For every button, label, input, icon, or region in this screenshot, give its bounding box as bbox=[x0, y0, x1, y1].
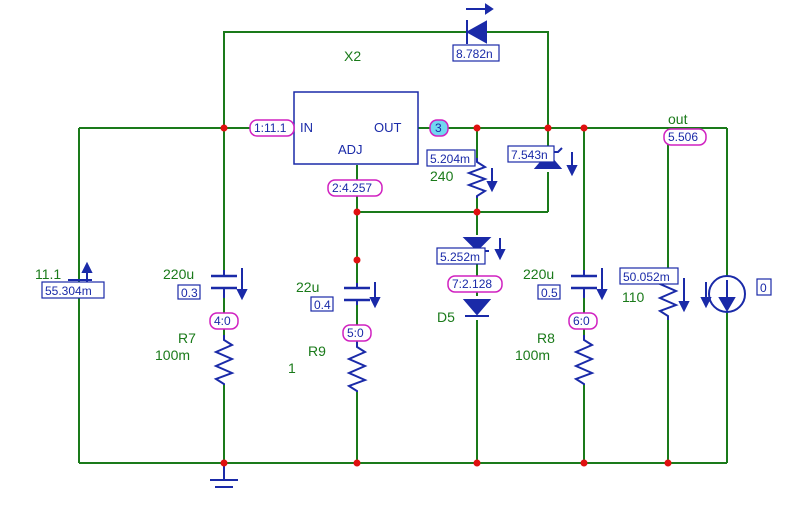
regulator-chip[interactable]: IN OUT ADJ bbox=[293, 91, 419, 165]
node-n1: 1:11.1 bbox=[249, 119, 295, 137]
c5-id-box bbox=[537, 284, 561, 300]
isrc-current-arrow bbox=[700, 282, 712, 309]
chip-ref: X2 bbox=[344, 48, 361, 64]
capacitor-c3[interactable] bbox=[211, 270, 237, 298]
svg-text:4:0: 4:0 bbox=[214, 314, 231, 328]
c5-value: 220u bbox=[523, 266, 554, 282]
diode-d5[interactable] bbox=[462, 299, 492, 317]
ground-symbol bbox=[210, 463, 238, 488]
c3-value: 220u bbox=[163, 266, 194, 282]
r8-value: 100m bbox=[515, 347, 550, 363]
node-n3: 3 bbox=[429, 119, 449, 137]
isrc-value: 0 bbox=[760, 281, 767, 295]
r7-ref: R7 bbox=[178, 330, 196, 346]
r7-value: 100m bbox=[155, 347, 190, 363]
resistor-240[interactable] bbox=[466, 158, 488, 198]
node-n5: 5:0 bbox=[342, 324, 372, 342]
d5-current: 5.252m bbox=[440, 250, 480, 264]
c4-id: 0.4 bbox=[314, 298, 331, 312]
resistor-r7[interactable] bbox=[213, 335, 235, 385]
d5-probe-box bbox=[436, 247, 486, 265]
node-n4: 4:0 bbox=[209, 312, 239, 330]
source-voltage: 11.1 bbox=[35, 266, 61, 282]
pot-value: 110 bbox=[622, 289, 645, 305]
r240-probe-box bbox=[426, 149, 476, 167]
pot-wiper-arrow bbox=[678, 278, 690, 313]
capacitor-c4[interactable] bbox=[344, 283, 370, 305]
resistor-r9[interactable] bbox=[346, 342, 368, 392]
svg-text:5.506: 5.506 bbox=[668, 130, 698, 144]
wire-top-loop-right bbox=[500, 31, 549, 128]
c3-id: 0.3 bbox=[181, 286, 198, 300]
pot-current: 50.052m bbox=[623, 270, 670, 284]
d5-ref: D5 bbox=[437, 309, 455, 325]
svg-text:3: 3 bbox=[435, 121, 442, 135]
c3-current-arrow bbox=[236, 268, 248, 301]
current-source[interactable] bbox=[708, 275, 746, 313]
svg-text:6:0: 6:0 bbox=[573, 314, 590, 328]
zener-current: 7.543n bbox=[511, 148, 548, 162]
r9-ref: R9 bbox=[308, 343, 326, 359]
r8-ref: R8 bbox=[537, 330, 555, 346]
zener-probe-box bbox=[507, 145, 555, 163]
node-out-value: 5.506 bbox=[663, 128, 707, 146]
top-diode-current: 8.782n bbox=[456, 47, 493, 61]
r240-current-arrow bbox=[486, 168, 498, 193]
node-out-label: out bbox=[668, 111, 688, 127]
svg-text:7:2.128: 7:2.128 bbox=[452, 277, 492, 291]
r240-current: 5.204m bbox=[430, 152, 470, 166]
chip-pin-out: OUT bbox=[374, 120, 402, 135]
c5-id: 0.5 bbox=[541, 286, 558, 300]
c3-id-box bbox=[177, 284, 201, 300]
top-diode[interactable] bbox=[450, 20, 500, 44]
pot-probe-box bbox=[619, 267, 679, 285]
source-probe-box bbox=[41, 281, 105, 299]
isrc-probe-box bbox=[756, 278, 772, 296]
chip-pin-in: IN bbox=[300, 120, 313, 135]
r9-value: 1 bbox=[288, 360, 296, 376]
wire-top-loop bbox=[223, 31, 450, 128]
chip-pin-adj: ADJ bbox=[338, 142, 363, 157]
node-n6: 6:0 bbox=[568, 312, 598, 330]
node-n2: 2:4.257 bbox=[327, 179, 383, 197]
diode-upper-arrow bbox=[494, 238, 506, 261]
node-n7: 7:2.128 bbox=[447, 275, 503, 293]
c4-id-box bbox=[310, 296, 334, 312]
source-current: 55.304m bbox=[45, 284, 92, 298]
c4-current-arrow bbox=[369, 282, 381, 309]
junctions bbox=[220, 124, 672, 467]
svg-text:1:11.1: 1:11.1 bbox=[254, 121, 287, 135]
zener-current-arrow bbox=[566, 152, 578, 177]
r240-value: 240 bbox=[430, 168, 454, 184]
resistor-r8[interactable] bbox=[573, 335, 595, 385]
svg-text:5:0: 5:0 bbox=[347, 326, 364, 340]
svg-text:2:4.257: 2:4.257 bbox=[332, 181, 372, 195]
capacitor-c5[interactable] bbox=[571, 270, 597, 298]
top-diode-probe-box bbox=[452, 44, 500, 62]
c4-value: 22u bbox=[296, 279, 319, 295]
c5-current-arrow bbox=[596, 268, 608, 301]
top-diode-arrow bbox=[466, 3, 494, 15]
